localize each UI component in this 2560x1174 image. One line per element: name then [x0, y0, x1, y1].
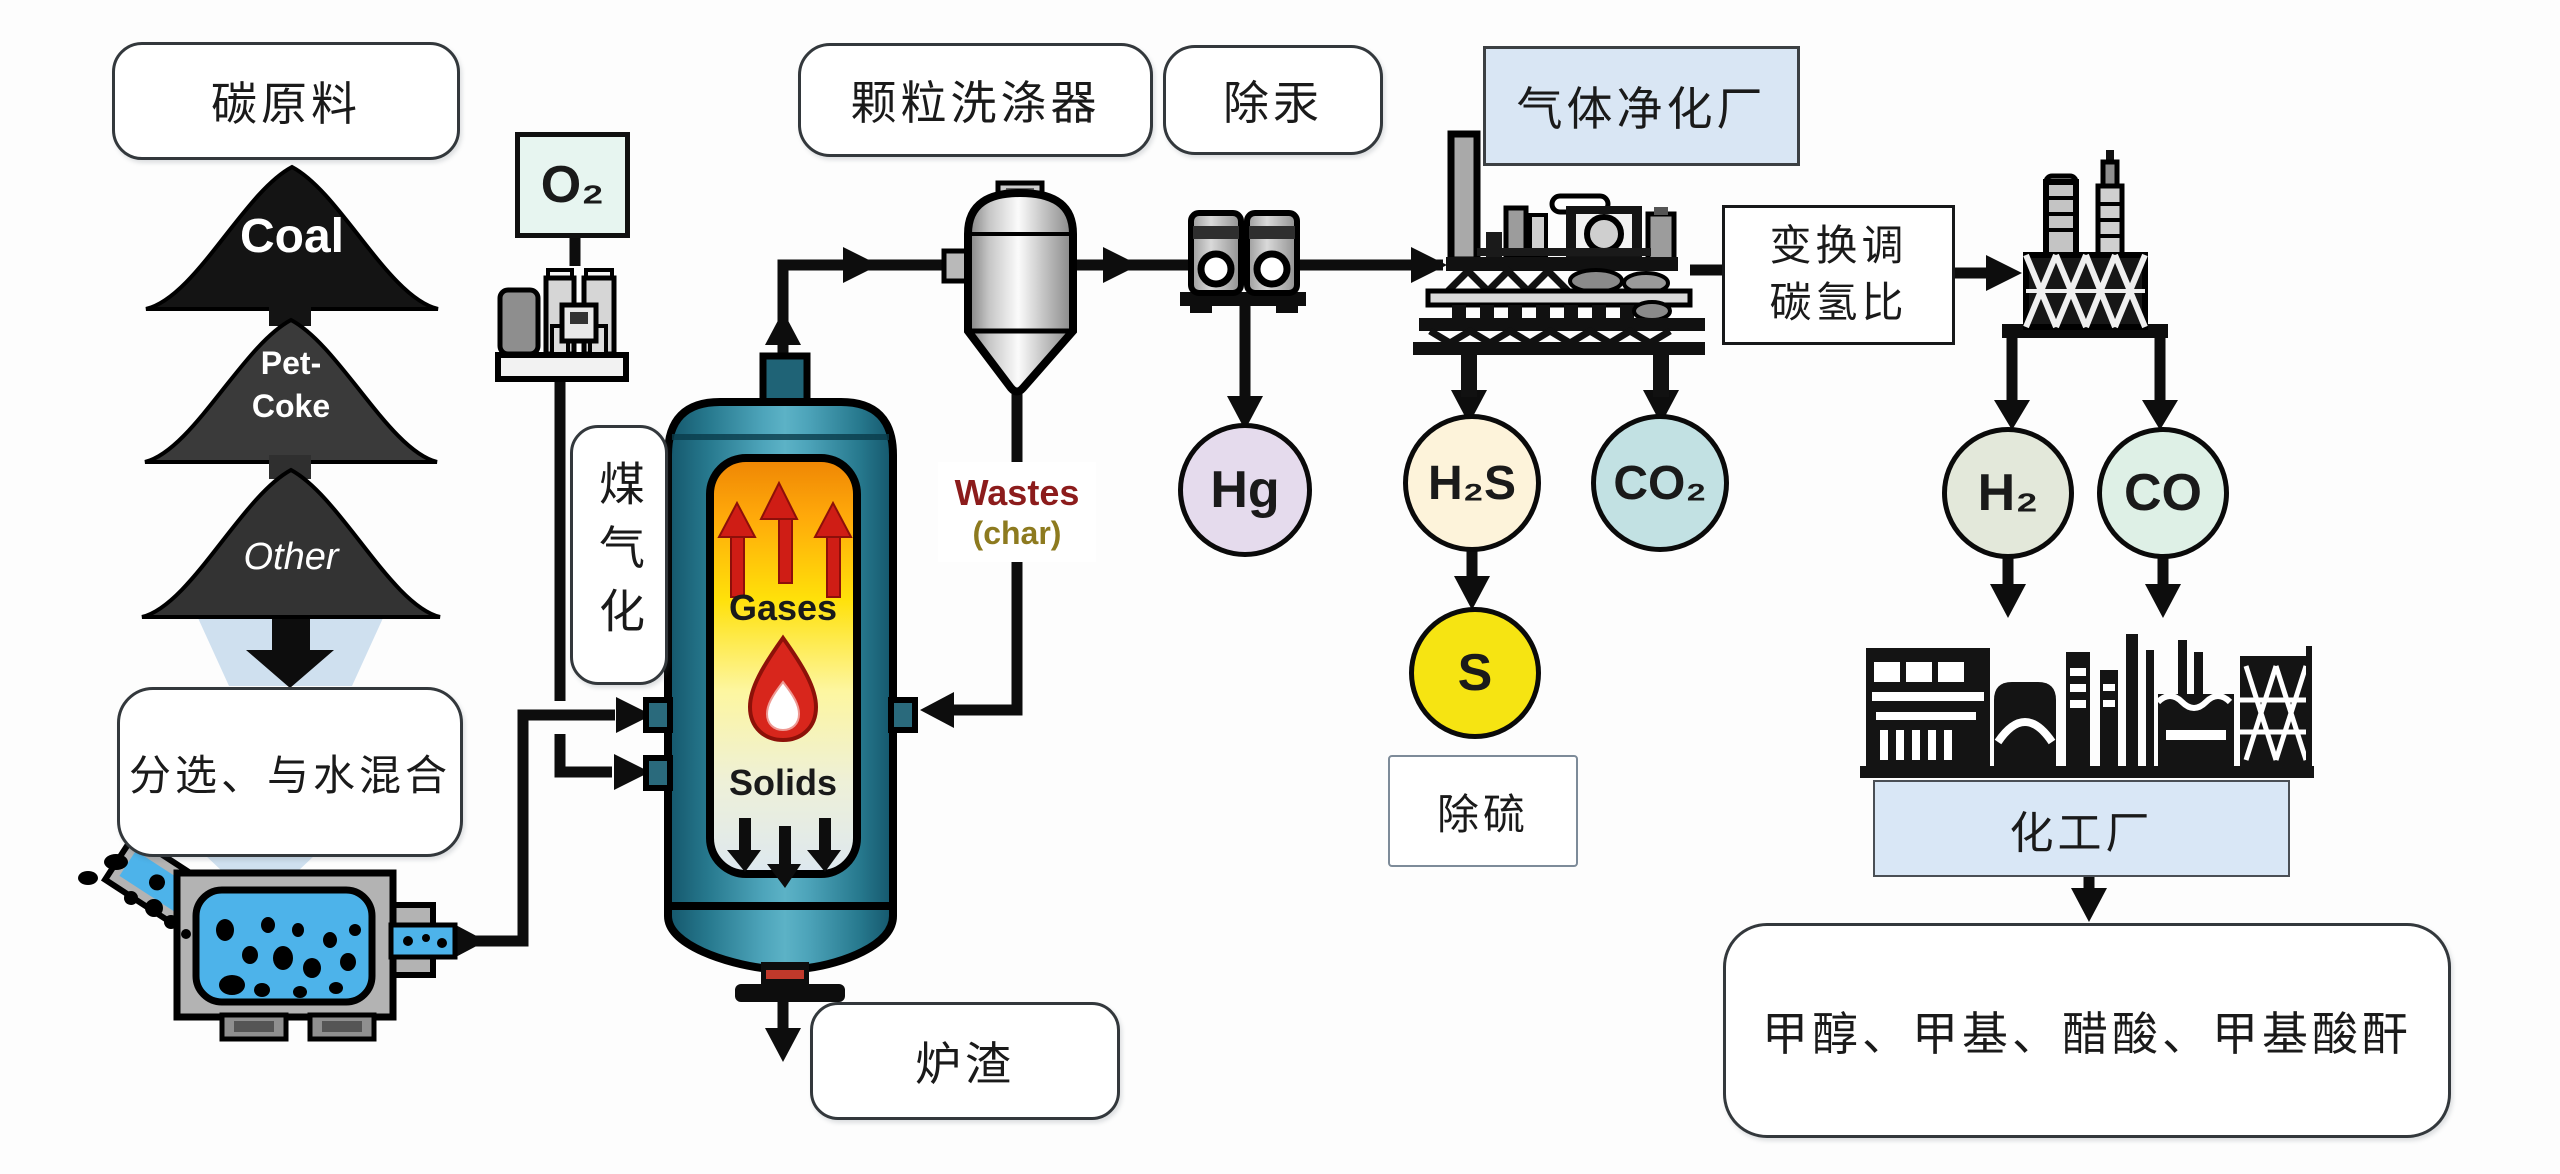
falling-coal-dots	[78, 854, 191, 939]
feedstock-piles	[141, 164, 441, 619]
wastes-label: Wastes (char)	[938, 462, 1096, 562]
h2s-circle: H₂S	[1403, 414, 1541, 552]
hg-circle: Hg	[1178, 423, 1312, 557]
slurry-mixer	[78, 831, 458, 1042]
sulfur-circle: S	[1409, 607, 1541, 739]
products-label: 甲醇、甲基、醋酸、甲基酸酐	[1762, 1007, 2412, 1060]
shift-ratio-box: 变换调 碳氢比	[1722, 205, 1955, 345]
feedstock-box: 碳原料	[112, 42, 460, 160]
slag-label: 炉渣	[915, 1038, 1015, 1090]
coal-pile-label: Coal	[239, 209, 344, 263]
feedstock-label: 碳原料	[211, 78, 361, 130]
chemical-plant-box: 化工厂	[1873, 780, 2290, 877]
chemical-plant-icon	[1860, 634, 2314, 778]
scrubber-box: 颗粒洗涤器	[798, 43, 1153, 157]
desulfurization-label: 除硫	[1436, 790, 1529, 838]
h2-circle: H₂	[1942, 427, 2074, 559]
slag-box: 炉渣	[810, 1002, 1120, 1120]
prep-label: 分选、与水混合	[128, 751, 451, 799]
mercury-removal-canisters	[1180, 210, 1306, 313]
purification-plant-label: 气体净化厂	[1516, 83, 1767, 135]
other-pile-label: Other	[243, 535, 339, 578]
shift-reactor-icon	[2023, 150, 2148, 330]
particulate-scrubber	[941, 180, 1077, 396]
purification-plant-box: 气体净化厂	[1483, 46, 1800, 166]
co-circle: CO	[2097, 427, 2229, 559]
prep-box: 分选、与水混合	[117, 687, 463, 857]
desulfurization-box: 除硫	[1388, 755, 1578, 867]
solids-label: Solids	[728, 762, 838, 803]
co2-circle: CO₂	[1591, 414, 1729, 552]
oxygen-box: O₂	[515, 132, 630, 238]
products-box: 甲醇、甲基、醋酸、甲基酸酐	[1723, 923, 2451, 1138]
gas-purification-plant-icon	[1413, 130, 1705, 397]
gasifier-vessel	[643, 352, 918, 1002]
mercury-removal-box: 除汞	[1163, 45, 1383, 155]
solids-down-arrows	[727, 818, 841, 888]
gasification-label-box: 煤气化	[570, 425, 668, 685]
oxygen-label: O₂	[540, 156, 605, 214]
flame-icon	[747, 634, 819, 743]
scrubber-label: 颗粒洗涤器	[850, 77, 1101, 129]
petcoke-pile-label: Pet- Coke	[251, 344, 331, 424]
flow-arrowheads	[246, 247, 2181, 1062]
chemical-plant-label: 化工厂	[2009, 808, 2154, 858]
mercury-removal-label: 除汞	[1223, 77, 1323, 129]
gasification-label: 煤气化	[593, 459, 645, 651]
gas-up-arrows	[717, 480, 853, 598]
air-separation-unit	[495, 268, 629, 382]
gases-label: Gases	[728, 587, 838, 628]
